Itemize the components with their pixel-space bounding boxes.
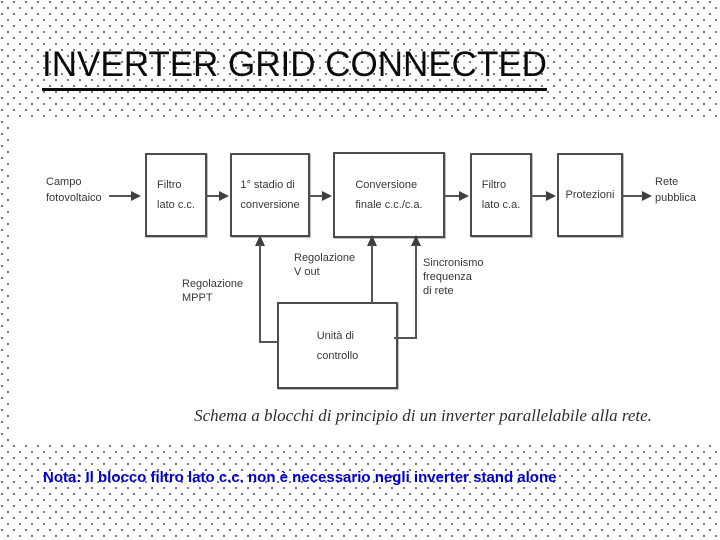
block-line: lato c.c. [157, 199, 195, 211]
arrow-right-icon [642, 191, 652, 201]
block-protezioni: Protezioni [557, 153, 623, 237]
label-line: Sincronismo [423, 257, 484, 269]
block-unita-di-controllo: Unità di controllo [277, 302, 398, 389]
block-line: finale c.c./c.a. [355, 199, 423, 211]
label-sincronismo-frequenza: Sincronismo frequenza di rete [423, 256, 484, 298]
block-conversione-finale: Conversione finale c.c./c.a. [333, 152, 445, 238]
label-line: V out [294, 266, 320, 278]
arrow-up-icon [255, 235, 265, 246]
block-filtro-lato-cc: Filtro lato c.c. [145, 153, 207, 237]
slide-title: INVERTER GRID CONNECTED [42, 45, 547, 91]
label-line: MPPT [182, 292, 213, 304]
slide-note: Nota: Il blocco filtro lato c.c. non è n… [43, 469, 557, 486]
connector-line [371, 245, 373, 302]
label-line: di rete [423, 285, 454, 297]
arrow-line [308, 195, 323, 197]
block-line: Filtro [481, 179, 507, 191]
arrow-line [109, 195, 133, 197]
label-line: Regolazione [182, 278, 244, 290]
block-line: lato c.a. [481, 199, 521, 211]
arrow-line [443, 195, 460, 197]
block-line: Filtro [157, 179, 182, 191]
arrow-line [530, 195, 547, 197]
arrow-right-icon [322, 191, 332, 201]
arrow-right-icon [546, 191, 556, 201]
block-line: 1° stadio di [240, 179, 295, 191]
label-campo-fotovoltaico: Campo fotovoltaico [46, 174, 102, 206]
label-line: Rete [655, 176, 679, 188]
connector-line [259, 341, 277, 343]
label-line: pubblica [655, 192, 696, 204]
label-line: fotovoltaico [46, 192, 102, 204]
label-regolazione-vout: Regolazione V out [294, 251, 355, 279]
label-rete-pubblica: Rete pubblica [655, 174, 696, 206]
arrow-up-icon [367, 235, 377, 246]
arrow-up-icon [411, 235, 421, 246]
connector-line [259, 245, 261, 343]
connector-line [394, 337, 417, 339]
label-line: Campo [46, 176, 82, 188]
connector-line [415, 245, 417, 339]
block-line: controllo [316, 349, 359, 362]
label-regolazione-mppt: Regolazione MPPT [182, 277, 243, 305]
block-primo-stadio: 1° stadio di conversione [230, 153, 310, 237]
arrow-line [205, 195, 220, 197]
arrow-right-icon [131, 191, 141, 201]
block-line: conversione [240, 199, 300, 211]
arrow-right-icon [459, 191, 469, 201]
block-filtro-lato-ca: Filtro lato c.a. [470, 153, 532, 237]
label-line: frequenza [423, 271, 472, 283]
arrow-right-icon [219, 191, 229, 201]
diagram-caption: Schema a blocchi di principio di un inve… [194, 406, 652, 425]
block-line: Protezioni [565, 189, 615, 201]
block-line: Conversione [355, 179, 418, 191]
diagram-panel: Campo fotovoltaico Filtro lato c.c. 1° s… [13, 117, 720, 444]
label-line: Regolazione [294, 252, 356, 264]
arrow-line [621, 195, 643, 197]
block-line: Unità di [316, 329, 354, 342]
